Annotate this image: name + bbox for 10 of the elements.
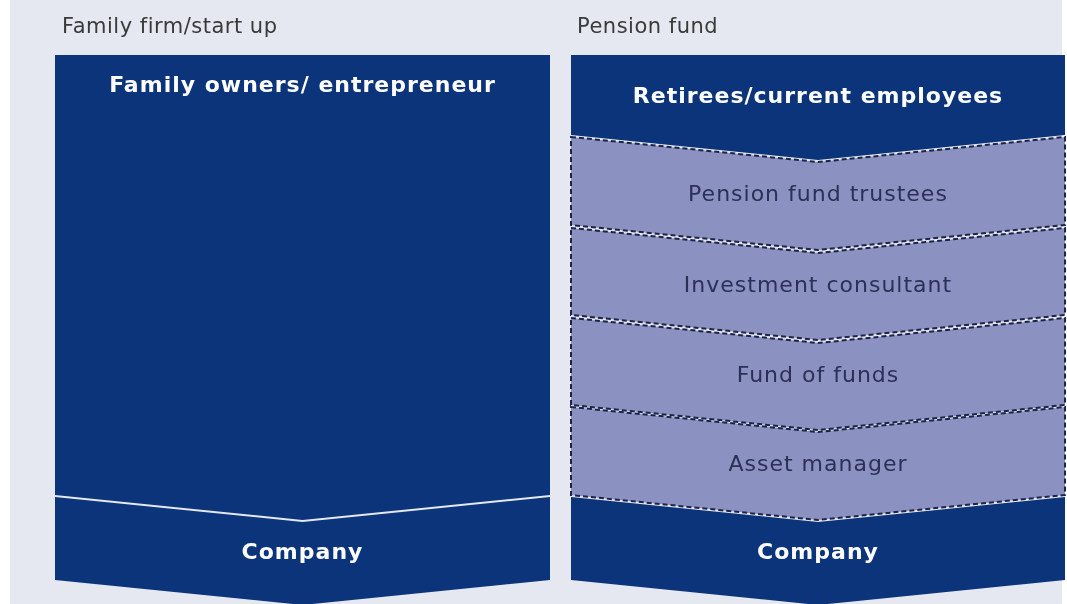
column-heading: Family firm/start up (62, 14, 278, 38)
chevron-label: Investment consultant (682, 270, 954, 298)
column-heading: Pension fund (577, 14, 719, 38)
chevron-label: Family owners/ entrepreneur (108, 71, 497, 98)
chevron-label: Pension fund trustees (687, 180, 949, 207)
chevron-label: Company (240, 537, 365, 565)
chevron-label: Asset manager (727, 450, 909, 477)
chevron-label: Fund of funds (735, 360, 901, 388)
chevron-label: Company (756, 537, 880, 565)
chevron-label: Retirees/current employees (631, 81, 1005, 109)
